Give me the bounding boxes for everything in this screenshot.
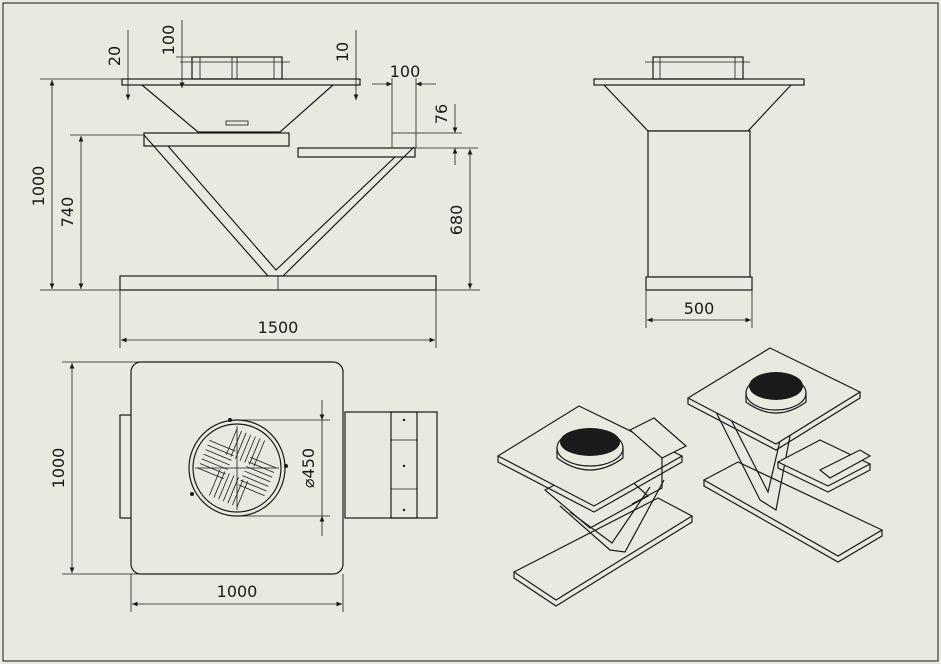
- front-view-dimensions: 1000 740 20 100 10 100 76 680 150: [29, 20, 480, 348]
- grate-bar: [244, 470, 271, 483]
- grate-bar: [236, 480, 249, 508]
- grate-bar: [249, 456, 277, 469]
- grate-bar: [232, 479, 244, 506]
- isometric-view-right: [686, 347, 884, 563]
- dim-rim-thickness: 10: [333, 42, 352, 62]
- front-top-plate: [121, 78, 361, 86]
- front-bowl: [141, 84, 334, 133]
- grate-bar: [218, 473, 230, 500]
- grate-bar: [239, 434, 252, 461]
- dim-top-plate-depth: 1000: [49, 448, 68, 489]
- grate-bar: [242, 475, 269, 487]
- side-leg-body: [647, 130, 751, 278]
- dim-side-table-height: 680: [447, 205, 466, 236]
- dim-top-rim: 20: [105, 46, 124, 66]
- dim-side-table-width: 100: [390, 62, 421, 81]
- side-view: 500: [593, 56, 805, 328]
- grate-bar: [253, 440, 266, 467]
- dim-side-table-depth: 76: [432, 104, 451, 124]
- front-left-ledge: [143, 132, 290, 147]
- grate-bar: [213, 471, 226, 498]
- dim-grill-ring-height: 100: [159, 25, 178, 56]
- dim-top-plate-width: 1000: [217, 582, 258, 601]
- grate-bar: [238, 484, 265, 497]
- front-right-table: [297, 147, 416, 158]
- top-grill-grate: [188, 418, 288, 517]
- grate-bar: [205, 449, 232, 461]
- grate-bar: [244, 436, 256, 463]
- side-top-plate: [593, 78, 805, 86]
- top-view: ⌀450 1000 1000: [49, 361, 438, 612]
- grate-bar: [209, 439, 236, 452]
- grate-bar: [197, 467, 225, 480]
- side-grill-ring: [652, 56, 744, 80]
- isometric-view-left: [496, 405, 694, 607]
- dim-base-length: 1500: [258, 318, 299, 337]
- grate-bar: [208, 469, 221, 496]
- grate-bar: [248, 438, 261, 465]
- dim-side-width: 500: [684, 299, 715, 318]
- dim-front-total-height: 1000: [29, 166, 48, 207]
- grate-bar: [240, 479, 267, 492]
- front-view: [119, 56, 437, 291]
- grate-bar: [203, 453, 230, 466]
- grate-bar: [222, 475, 235, 502]
- grate-bar: [207, 444, 234, 457]
- side-bowl: [603, 84, 792, 132]
- side-base: [645, 276, 753, 291]
- grate-bar: [230, 430, 242, 457]
- dim-front-base-height: 740: [58, 197, 77, 228]
- dim-grill-diameter: ⌀450: [299, 448, 318, 488]
- grate-bar: [248, 461, 275, 473]
- grate-bar: [199, 463, 226, 475]
- grate-bar: [225, 428, 238, 456]
